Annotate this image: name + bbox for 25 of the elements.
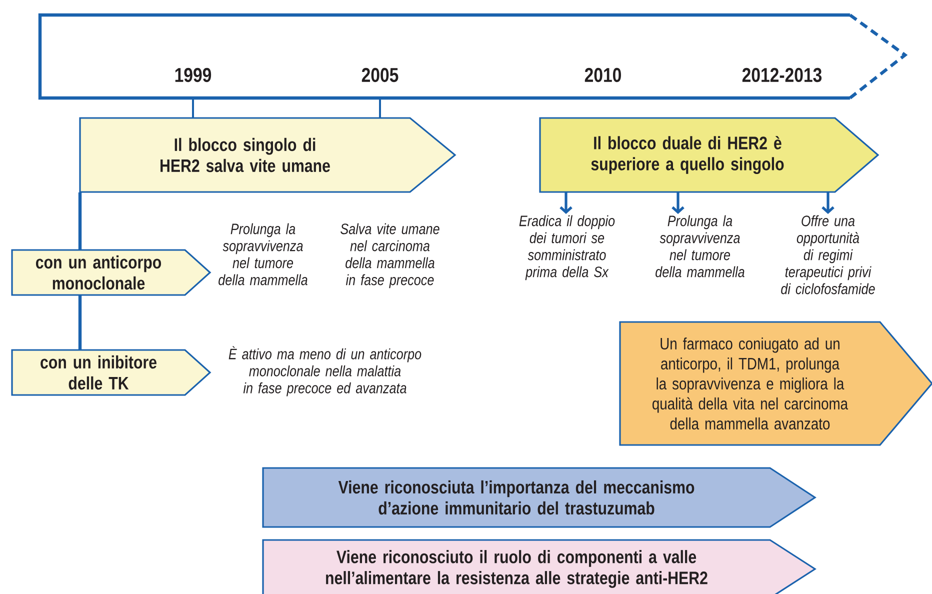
caption-text: Offre una opportunità di regimi terapeutici privi di ciclofosfamide [781, 215, 875, 294]
arrow-box: Viene riconosciuta l’importanza del meccanismo d’azione immunitario del trastuzumab [262, 467, 816, 528]
arrow [672, 192, 684, 214]
connector-line [78, 295, 82, 350]
connector-line [78, 192, 82, 250]
connector-line [192, 98, 194, 118]
arrow-box: con un anticorpo monoclonale [11, 249, 212, 296]
arrow [822, 192, 834, 214]
arrow-box: Un farmaco coniugato ad un anticorpo, il TDM1, prolunga la sopravvivenza e migliora la qualità della vita nel carcinoma della mammella avanzato [619, 321, 932, 446]
arrow-box: con un inibitore delle TK [11, 349, 212, 396]
arrow-box: Viene riconosciuto il ruolo di componenti a valle nell’alimentare la resistenza alle strategie anti-HER2 [262, 539, 816, 594]
caption-text: Eradica il doppio dei tumori se somministrato prima della Sx [519, 215, 615, 280]
note-text: È attivo ma meno di un anticorpo monoclonale nella malattia in fase precoce ed avanzata [228, 346, 422, 396]
note-text: Prolunga la sopravvivenza nel tumore della mammella [218, 223, 308, 286]
year-label: 2005 [362, 68, 398, 82]
caption-text: Prolunga la sopravvivenza nel tumore della mammella [656, 215, 744, 278]
arrow [560, 192, 572, 214]
arrow-box: Il blocco duale di HER2 è superiore a quello singolo [539, 117, 880, 193]
note-text: Salva vite umane nel carcinoma della mammella in fase precoce [340, 223, 440, 288]
connector-line [379, 98, 381, 118]
arrow-box: Il blocco singolo di HER2 salva vite umane [79, 117, 456, 193]
year-label: 2010 [584, 68, 621, 82]
timeline-arrow [38, 13, 908, 100]
year-label: 2012-2013 [742, 68, 822, 82]
year-label: 1999 [175, 68, 212, 82]
